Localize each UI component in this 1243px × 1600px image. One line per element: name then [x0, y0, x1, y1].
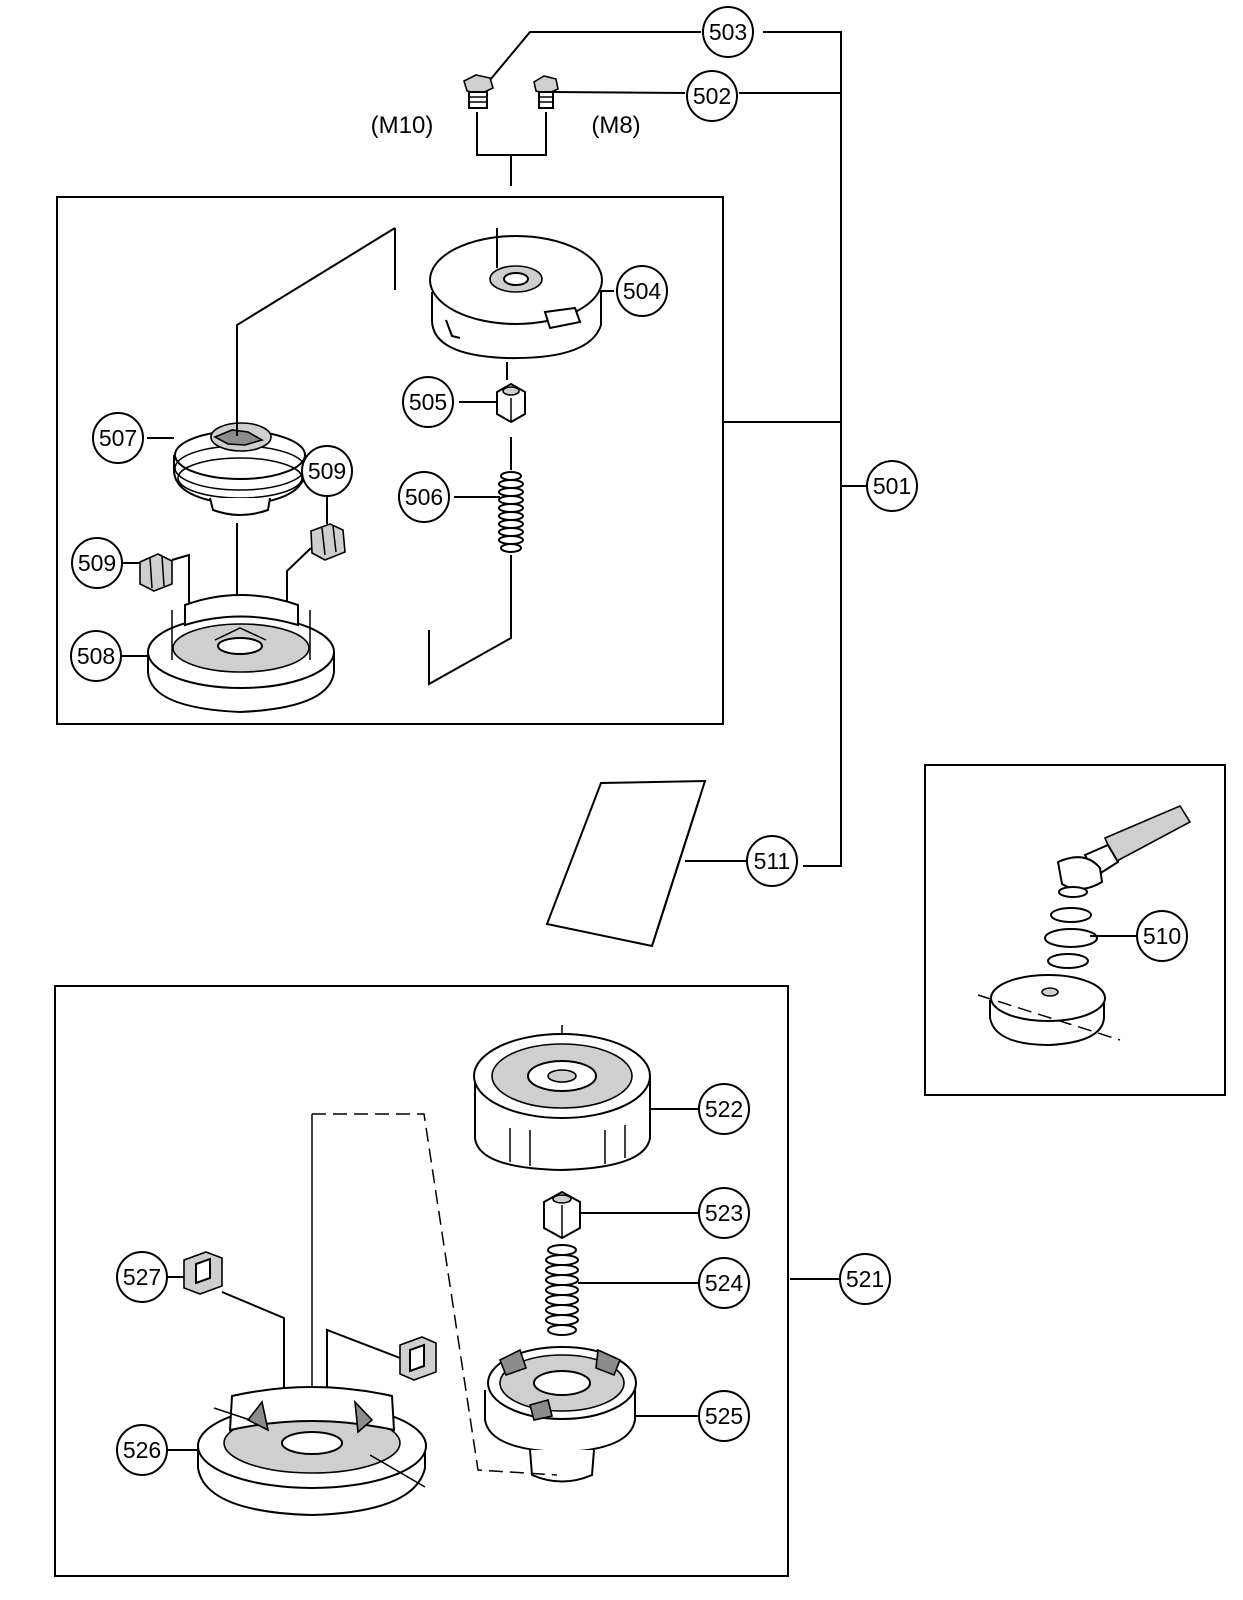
- svg-text:523: 523: [705, 1200, 743, 1226]
- svg-text:501: 501: [873, 473, 911, 499]
- callout-506: 506: [398, 471, 450, 523]
- bolt-m10: [463, 74, 494, 109]
- svg-text:502: 502: [693, 83, 731, 109]
- callout-511: 511: [746, 835, 798, 887]
- svg-text:503: 503: [709, 19, 747, 45]
- svg-text:524: 524: [705, 1270, 744, 1296]
- callout-522: 522: [698, 1083, 750, 1135]
- clip-left: [139, 553, 173, 592]
- instruction-booklet: [545, 779, 707, 948]
- spool-housing: [147, 594, 335, 714]
- svg-text:506: 506: [405, 484, 443, 510]
- callout-510: 510: [1136, 910, 1188, 962]
- svg-text:525: 525: [705, 1403, 743, 1429]
- upper-assembly-frame: [56, 196, 724, 725]
- cover-522: [473, 1025, 651, 1172]
- svg-text:526: 526: [123, 1437, 161, 1463]
- svg-text:504: 504: [623, 278, 662, 304]
- clip-lower-right: [399, 1336, 437, 1381]
- bolt-m8: [533, 75, 559, 109]
- svg-text:507: 507: [99, 425, 137, 451]
- callout-508: 508: [70, 630, 122, 682]
- callout-525: 525: [698, 1390, 750, 1442]
- spool: [173, 422, 306, 516]
- assembly-501-bracket: [484, 31, 867, 867]
- svg-text:505: 505: [409, 389, 447, 415]
- spring-524: [545, 1244, 579, 1336]
- callout-509-right: 509: [301, 445, 353, 497]
- callout-501: 501: [866, 460, 918, 512]
- nut: [496, 382, 526, 424]
- size-label-m8: (M8): [591, 112, 640, 139]
- spool-525: [484, 1346, 637, 1483]
- callout-502: 502: [686, 70, 738, 122]
- callout-527: 527: [116, 1251, 168, 1303]
- clip-right: [310, 523, 346, 561]
- callout-526: 526: [116, 1424, 168, 1476]
- size-label-m10: (M10): [371, 112, 434, 139]
- callout-509-left: 509: [71, 537, 123, 589]
- spring: [428, 437, 524, 686]
- bolt-bracket: [476, 112, 547, 156]
- clip-527: [183, 1251, 223, 1295]
- callout-503: 503: [702, 6, 754, 58]
- svg-text:511: 511: [754, 848, 791, 874]
- svg-text:509: 509: [78, 550, 116, 576]
- nut-523: [543, 1190, 581, 1240]
- callout-523: 523: [698, 1187, 750, 1239]
- callout-505: 505: [402, 376, 454, 428]
- svg-text:509: 509: [308, 458, 346, 484]
- svg-text:508: 508: [77, 643, 115, 669]
- head-assembly-inset-frame: [924, 764, 1226, 1096]
- spool-cover: [429, 235, 603, 360]
- housing-526: [197, 1386, 427, 1517]
- svg-text:522: 522: [705, 1096, 743, 1122]
- callout-504: 504: [616, 265, 668, 317]
- gear-case-assembly: [977, 804, 1192, 1047]
- callout-507: 507: [92, 412, 144, 464]
- callout-521: 521: [839, 1253, 891, 1305]
- svg-text:521: 521: [846, 1266, 884, 1292]
- callout-524: 524: [698, 1257, 750, 1309]
- svg-text:527: 527: [123, 1264, 161, 1290]
- lower-assembly-frame: [54, 985, 789, 1577]
- svg-text:510: 510: [1143, 923, 1181, 949]
